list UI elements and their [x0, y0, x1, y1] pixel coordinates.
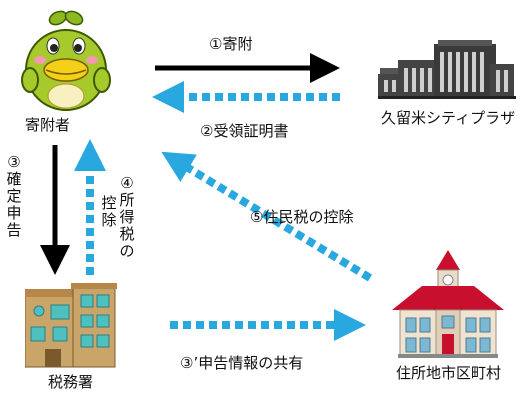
income-tax-char: の — [119, 242, 135, 260]
tax-office-building-icon — [25, 283, 117, 368]
filing-num: ③ — [7, 153, 21, 171]
income-tax-label-col1: ④ 所 得 税 の — [118, 175, 136, 260]
receipt-label: ②受領証明書 — [200, 122, 289, 140]
donor-mascot-icon — [21, 10, 111, 111]
income-tax-char: 除 — [101, 211, 117, 229]
tax-office-label: 税務署 — [48, 373, 94, 391]
resident-tax-label: ⑤住民税の控除 — [250, 208, 354, 226]
income-tax-char: 所 — [119, 191, 135, 209]
income-tax-char: 得 — [119, 208, 135, 226]
filing-label: ③ 確 定 申 告 — [5, 154, 23, 239]
donation-label: ①寄附 — [209, 35, 253, 53]
donor-label: 寄附者 — [25, 116, 71, 134]
resident-tax-arrow — [161, 151, 373, 282]
filing-char: 告 — [6, 221, 22, 239]
income-tax-label-col2: 控 除 — [100, 195, 118, 229]
share-label: ③’申告情報の共有 — [180, 354, 304, 372]
city-plaza-label: 久留米シティプラザ — [381, 109, 516, 127]
income-tax-num: ④ — [120, 174, 134, 192]
filing-char: 定 — [6, 187, 22, 205]
city-plaza-building-icon — [378, 40, 516, 99]
municipality-label: 住所地市区町村 — [396, 364, 502, 382]
filing-char: 確 — [6, 170, 22, 188]
municipality-building-icon — [392, 250, 504, 358]
filing-char: 申 — [6, 204, 22, 222]
income-tax-char: 税 — [119, 225, 135, 243]
income-tax-char: 控 — [101, 194, 117, 212]
